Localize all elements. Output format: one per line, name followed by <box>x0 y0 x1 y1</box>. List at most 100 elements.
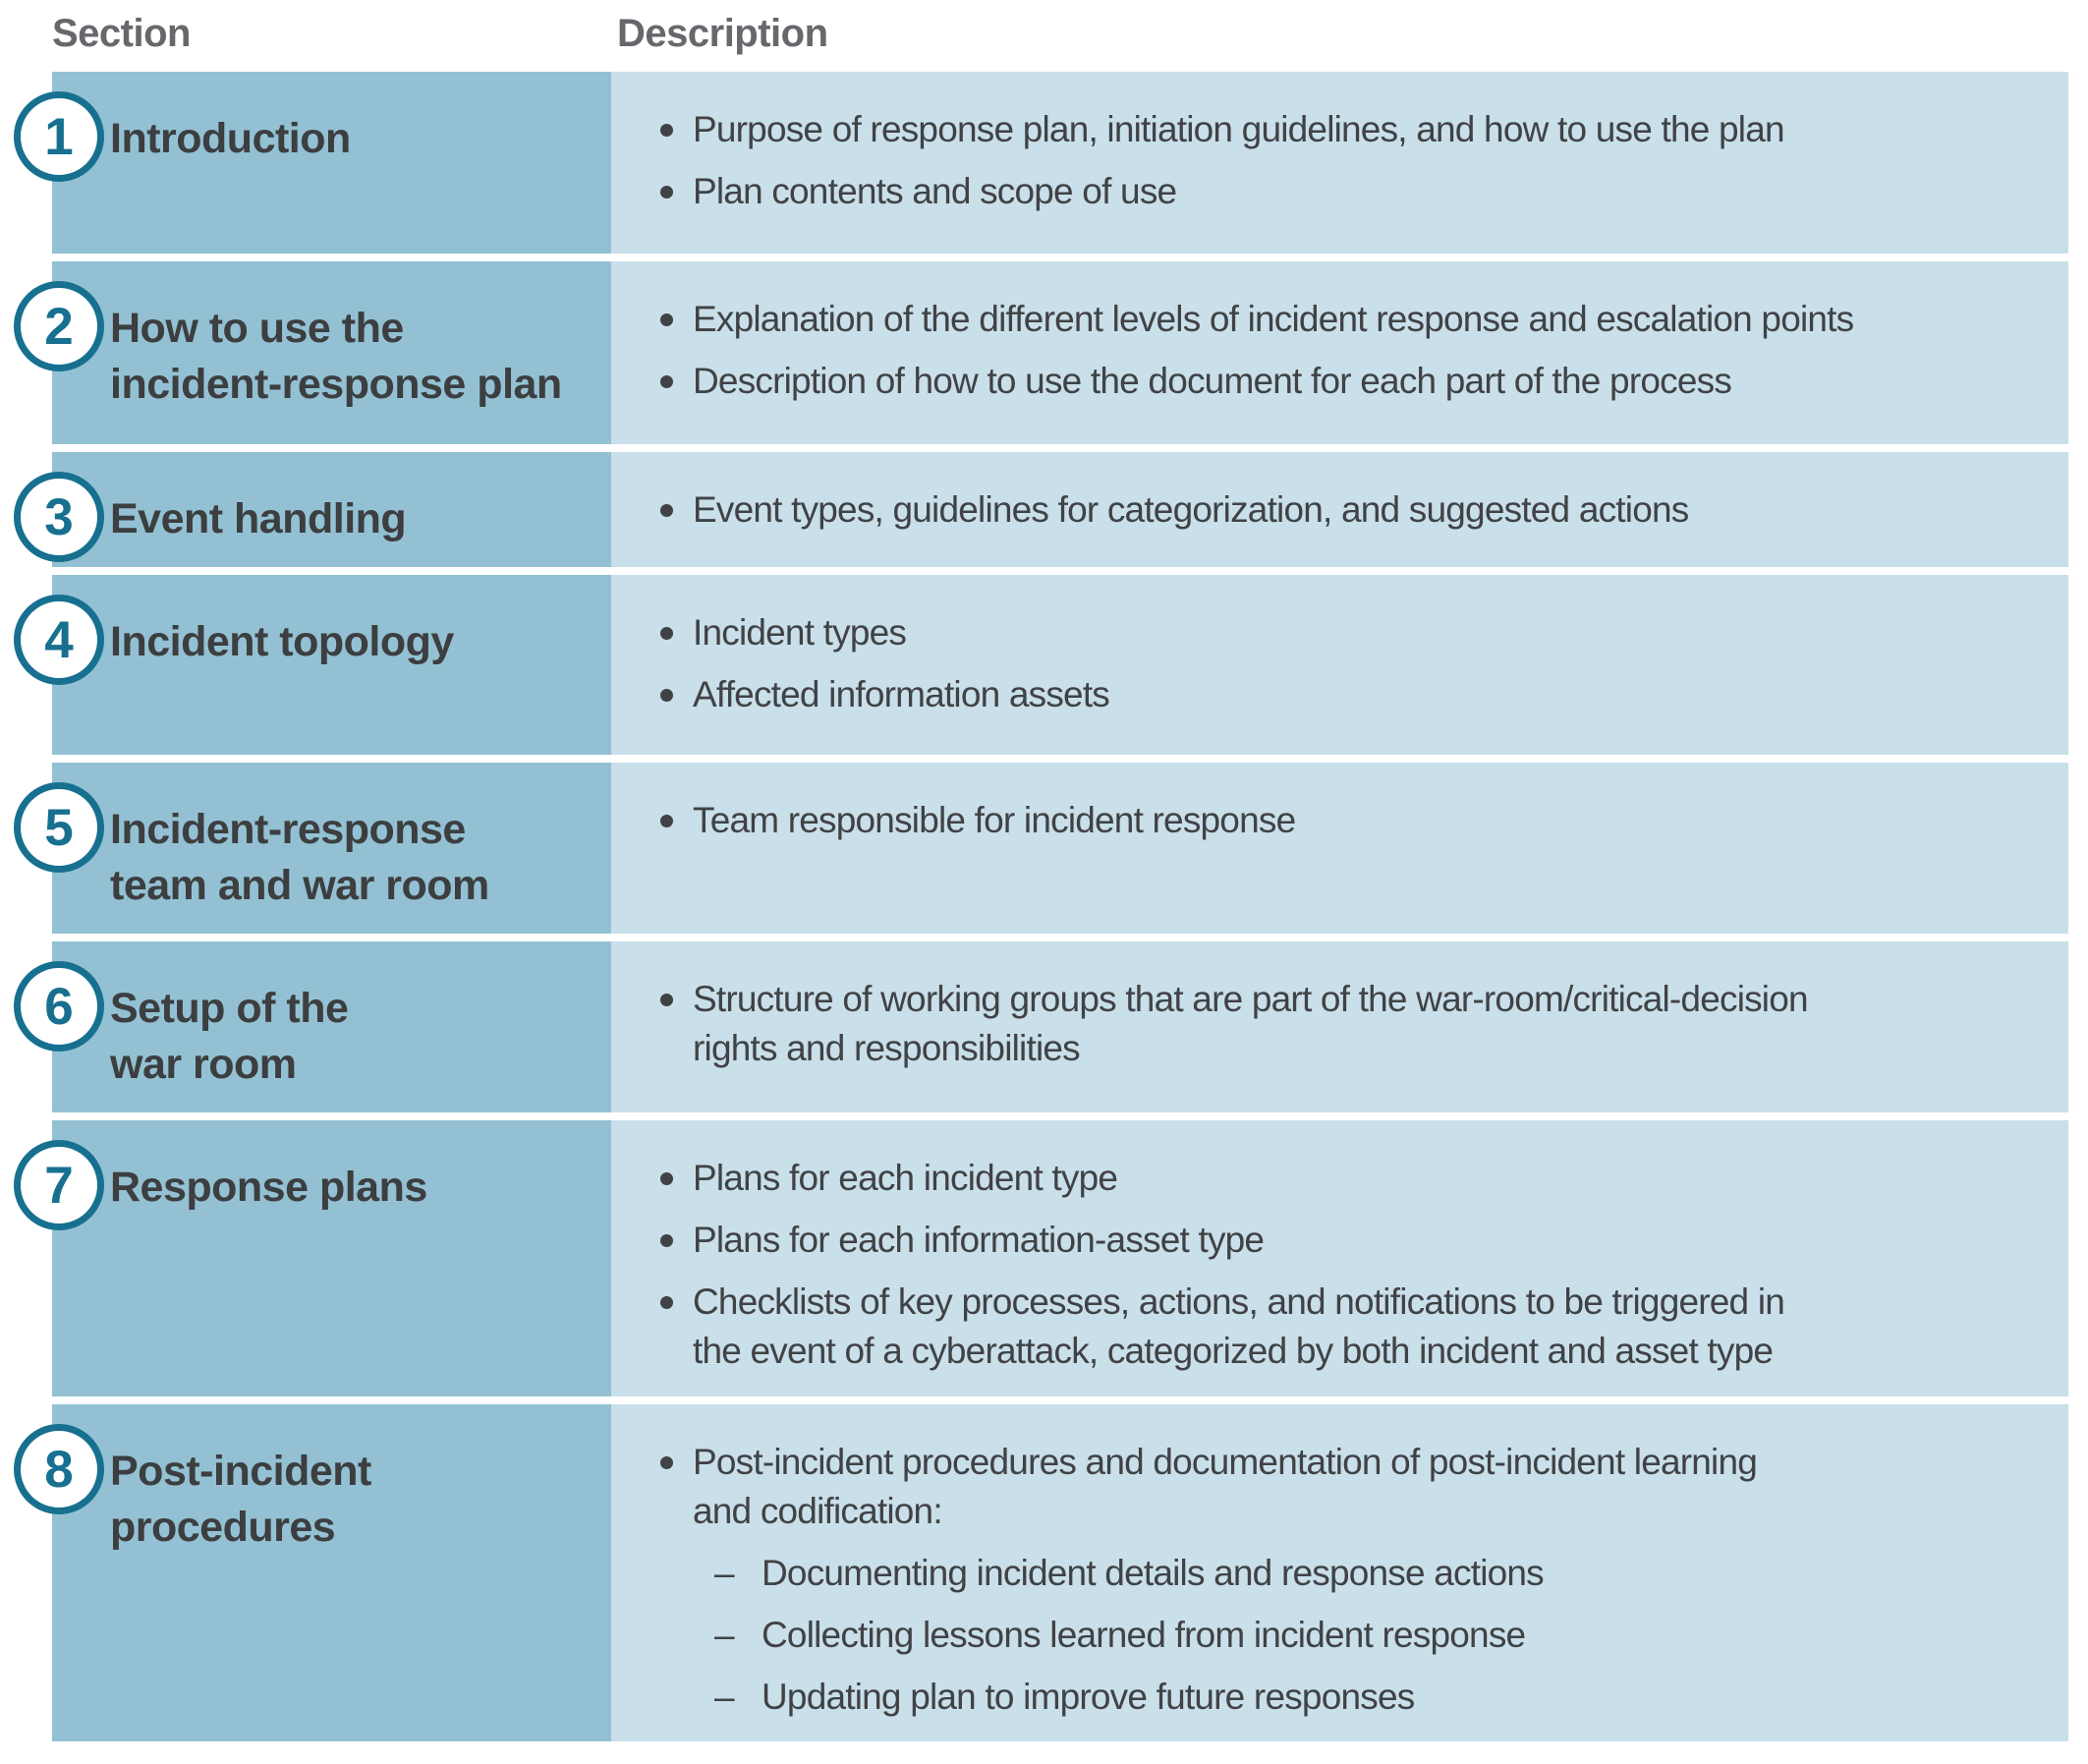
section-title-line: How to use the <box>110 305 404 352</box>
sub-item-text: Documenting incident details and respons… <box>762 1553 1545 1593</box>
description-cell: Event types, guidelines for categorizati… <box>611 452 2068 567</box>
bullet-dot-icon <box>660 1234 673 1247</box>
bullet-dot-icon <box>660 313 673 326</box>
description-bullet: Description of how to use the document f… <box>660 357 2045 406</box>
bullet-dot-icon <box>660 124 673 137</box>
description-cell: Purpose of response plan, initiation gui… <box>611 72 2068 254</box>
bullet-text-line: Plans for each information-asset type <box>693 1220 1265 1260</box>
table-row: 2 How to use the incident-response plan E… <box>14 261 2088 444</box>
description-cell: Post-incident procedures and documentati… <box>611 1404 2068 1741</box>
section-number-badge: 5 <box>14 782 104 873</box>
bullet-text-line: rights and responsibilities <box>693 1028 1081 1068</box>
description-sub-item: –Updating plan to improve future respons… <box>693 1673 2045 1722</box>
section-number-badge: 3 <box>14 472 104 562</box>
table-rows: 1 Introduction Purpose of response plan,… <box>14 72 2088 1741</box>
bullet-text-line: the event of a cyberattack, categorized … <box>693 1331 1774 1371</box>
bullet-dot-icon <box>660 1172 673 1185</box>
section-cell: Event handling <box>52 452 611 567</box>
description-bullet: Checklists of key processes, actions, an… <box>660 1278 2045 1376</box>
description-bullet: Plans for each incident type <box>660 1154 2045 1203</box>
sub-item-dash-icon: – <box>714 1677 735 1717</box>
bullet-dot-icon <box>660 375 673 388</box>
description-cell: Explanation of the different levels of i… <box>611 261 2068 444</box>
section-title: Introduction <box>110 111 593 167</box>
description-bullet: Plan contents and scope of use <box>660 167 2045 216</box>
description-bullet: Event types, guidelines for categorizati… <box>660 485 2045 535</box>
description-cell: Structure of working groups that are par… <box>611 941 2068 1112</box>
section-title-line: Incident topology <box>110 618 454 665</box>
bullet-text-line: Post-incident procedures and documentati… <box>693 1442 1758 1482</box>
sub-item-dash-icon: – <box>714 1615 735 1655</box>
section-number: 3 <box>44 487 74 546</box>
bullet-dot-icon <box>660 994 673 1006</box>
sub-item-dash-icon: – <box>714 1553 735 1593</box>
sub-item-text: Collecting lessons learned from incident… <box>762 1615 1526 1655</box>
section-cell: Introduction <box>52 72 611 254</box>
bullet-dot-icon <box>660 1296 673 1309</box>
section-cell: Response plans <box>52 1120 611 1396</box>
section-number: 4 <box>44 610 74 669</box>
description-bullet: Purpose of response plan, initiation gui… <box>660 105 2045 154</box>
section-title: Incident-response team and war room <box>110 802 593 914</box>
section-number-badge: 8 <box>14 1424 104 1514</box>
section-cell: How to use the incident-response plan <box>52 261 611 444</box>
section-title-line: Incident-response <box>110 806 466 853</box>
description-bullet: Plans for each information-asset type <box>660 1216 2045 1265</box>
bullet-dot-icon <box>660 186 673 199</box>
section-number-badge: 1 <box>14 91 104 182</box>
bullet-text-line: Explanation of the different levels of i… <box>693 299 1854 339</box>
bullet-dot-icon <box>660 504 673 517</box>
section-cell: Incident-response team and war room <box>52 763 611 934</box>
table-row: 3 Event handling Event types, guidelines… <box>14 452 2088 567</box>
section-cell: Incident topology <box>52 575 611 755</box>
bullet-text-line: and codification: <box>693 1491 943 1531</box>
section-title-line: Introduction <box>110 115 351 162</box>
description-sub-item: –Collecting lessons learned from inciden… <box>693 1611 2045 1660</box>
section-title-line: Post-incident <box>110 1448 371 1495</box>
section-number-badge: 7 <box>14 1140 104 1230</box>
bullet-dot-icon <box>660 689 673 702</box>
sub-item-text: Updating plan to improve future response… <box>762 1677 1415 1717</box>
section-number-badge: 4 <box>14 595 104 685</box>
section-title-line: Event handling <box>110 495 407 542</box>
section-title-line: incident-response plan <box>110 361 562 408</box>
bullet-text-line: Team responsible for incident response <box>693 800 1296 840</box>
section-title: Event handling <box>110 491 593 547</box>
description-bullet: Structure of working groups that are par… <box>660 975 2045 1073</box>
bullet-text-line: Incident types <box>693 612 907 653</box>
section-number-badge: 2 <box>14 281 104 371</box>
bullet-text-line: Checklists of key processes, actions, an… <box>693 1281 1785 1322</box>
bullet-text-line: Plan contents and scope of use <box>693 171 1177 211</box>
description-sub-item: –Documenting incident details and respon… <box>693 1549 2045 1598</box>
table-row: 1 Introduction Purpose of response plan,… <box>14 72 2088 254</box>
section-title-line: Response plans <box>110 1164 427 1211</box>
bullet-text-line: Purpose of response plan, initiation gui… <box>693 109 1785 149</box>
bullet-dot-icon <box>660 627 673 640</box>
bullet-text-line: Affected information assets <box>693 674 1110 714</box>
bullet-dot-icon <box>660 1456 673 1469</box>
section-number: 7 <box>44 1156 74 1215</box>
section-title-line: team and war room <box>110 862 489 909</box>
bullet-text-line: Plans for each incident type <box>693 1158 1118 1198</box>
bullet-text-line: Description of how to use the document f… <box>693 361 1732 401</box>
section-number: 2 <box>44 297 74 356</box>
section-column-header: Section <box>52 12 191 55</box>
description-column-header: Description <box>617 12 828 55</box>
bullet-dot-icon <box>660 815 673 827</box>
section-number: 8 <box>44 1440 74 1499</box>
description-bullet: Incident types <box>660 608 2045 657</box>
section-number: 6 <box>44 977 74 1036</box>
description-bullet: Explanation of the different levels of i… <box>660 295 2045 344</box>
section-title-line: war room <box>110 1041 297 1088</box>
section-title: Incident topology <box>110 614 593 670</box>
bullet-text-line: Event types, guidelines for categorizati… <box>693 489 1689 530</box>
